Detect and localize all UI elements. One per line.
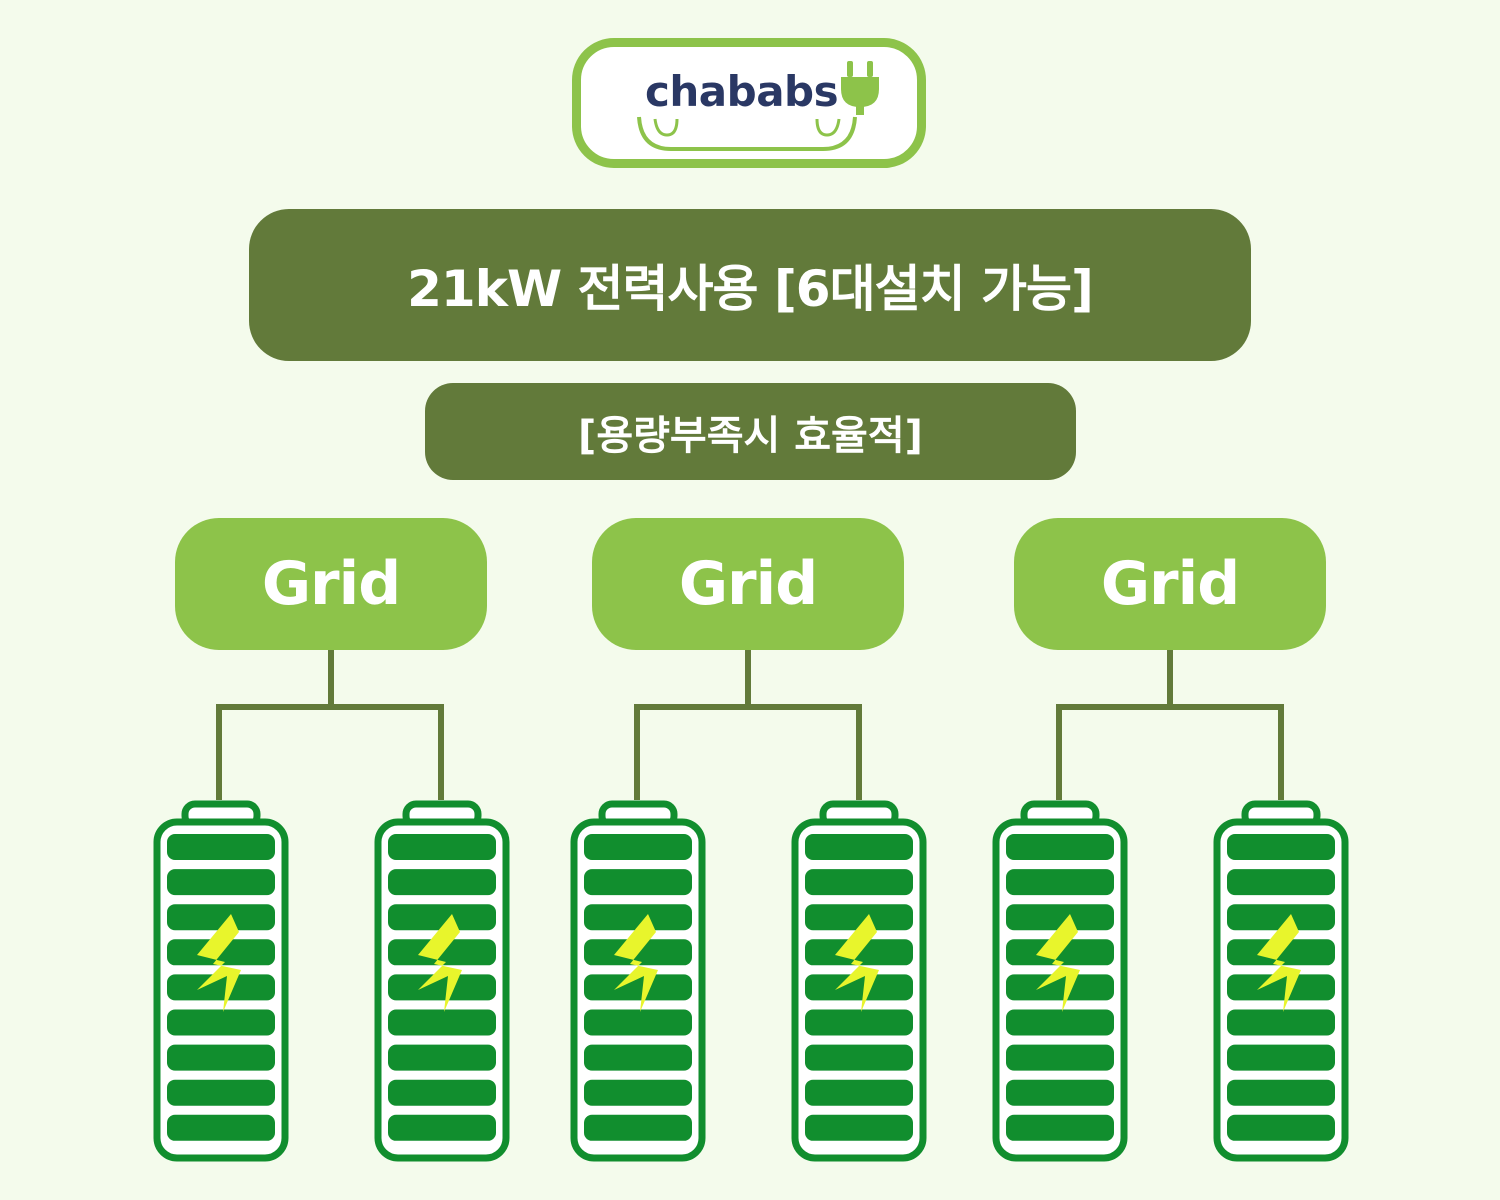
connector-3 — [1056, 650, 1284, 800]
battery-segment — [388, 869, 496, 896]
lightning-bolt-icon — [1036, 914, 1080, 1012]
battery-segment — [584, 1009, 692, 1036]
lightning-bolt-icon — [197, 914, 241, 1012]
battery-segment — [388, 834, 496, 860]
logo-wave-icon — [637, 116, 857, 151]
battery-segment — [805, 1044, 913, 1071]
connector-1 — [216, 650, 444, 800]
battery-segment — [167, 1079, 275, 1106]
battery-segment — [805, 904, 913, 931]
battery-segment — [805, 869, 913, 896]
battery-segment — [584, 869, 692, 896]
battery-segment — [167, 974, 275, 1001]
battery-segment — [805, 1114, 913, 1141]
battery-segment — [167, 1114, 275, 1141]
battery-segment — [1227, 974, 1335, 1001]
connector-2 — [634, 650, 862, 800]
battery-segment — [1006, 1114, 1114, 1141]
lightning-bolt-icon — [1257, 914, 1301, 1012]
chababs-logo: chababs — [572, 38, 926, 168]
battery-segment — [1227, 834, 1335, 860]
battery-segment — [1006, 974, 1114, 1001]
battery-2 — [374, 800, 510, 1162]
battery-segment — [1006, 869, 1114, 896]
battery-segment — [1006, 1044, 1114, 1071]
battery-segment — [805, 1079, 913, 1106]
battery-segment — [1227, 904, 1335, 931]
battery-segment — [584, 1114, 692, 1141]
battery-3 — [570, 800, 706, 1162]
lightning-bolt-icon — [835, 914, 879, 1012]
battery-5 — [992, 800, 1128, 1162]
battery-segment — [584, 1044, 692, 1071]
battery-segment — [1006, 834, 1114, 860]
battery-segment — [167, 1009, 275, 1036]
plug-icon — [841, 61, 879, 115]
battery-4 — [791, 800, 927, 1162]
grid-box-2: Grid — [592, 518, 904, 650]
battery-segment — [584, 1079, 692, 1106]
battery-segment — [167, 904, 275, 931]
battery-segment — [1227, 1114, 1335, 1141]
grid-box-3: Grid — [1014, 518, 1326, 650]
battery-segment — [805, 1009, 913, 1036]
battery-6 — [1213, 800, 1349, 1162]
lightning-bolt-icon — [418, 914, 462, 1012]
battery-segment — [584, 834, 692, 860]
lightning-bolt-icon — [614, 914, 658, 1012]
battery-segment — [1006, 1079, 1114, 1106]
battery-segment — [584, 974, 692, 1001]
battery-segment — [805, 834, 913, 860]
battery-segment — [388, 1009, 496, 1036]
subtitle-banner: [용량부족시 효율적] — [425, 383, 1076, 480]
battery-segment — [388, 1114, 496, 1141]
battery-segment — [388, 1079, 496, 1106]
grid-box-1: Grid — [175, 518, 487, 650]
battery-1 — [153, 800, 289, 1162]
battery-segment — [1006, 1009, 1114, 1036]
battery-segment — [805, 974, 913, 1001]
battery-segment — [167, 834, 275, 860]
battery-segment — [1227, 869, 1335, 896]
battery-segment — [1227, 1009, 1335, 1036]
battery-segment — [388, 904, 496, 931]
battery-segment — [1006, 904, 1114, 931]
battery-segment — [167, 869, 275, 896]
battery-segment — [1227, 1079, 1335, 1106]
battery-segment — [167, 1044, 275, 1071]
battery-segment — [388, 974, 496, 1001]
logo-text: chababs — [645, 67, 839, 116]
title-banner: 21kW 전력사용 [6대설치 가능] — [249, 209, 1251, 361]
battery-segment — [388, 1044, 496, 1071]
battery-segment — [1227, 1044, 1335, 1071]
battery-segment — [584, 904, 692, 931]
